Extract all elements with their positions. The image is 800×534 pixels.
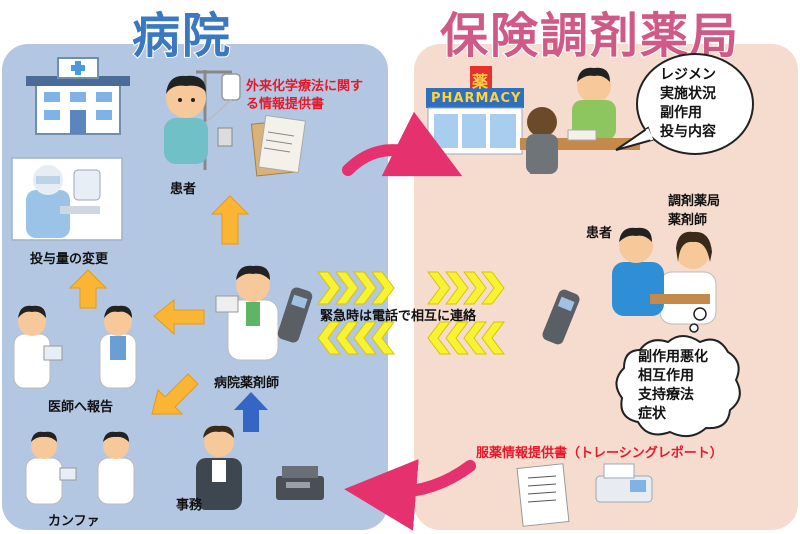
chevrons-left-icon bbox=[317, 321, 505, 355]
bubble-bottom-line: 支持療法 bbox=[638, 387, 694, 403]
bubble-top-line: 投与内容 bbox=[660, 124, 716, 140]
conference-label: カンファ bbox=[48, 514, 100, 529]
pharmacy-sign-kanji: 薬 bbox=[472, 72, 489, 91]
emergency-contact-label: 緊急時は電話で相互に連絡 bbox=[320, 309, 477, 324]
tracing-report-docs-icon bbox=[516, 463, 570, 527]
arrow-hospital-to-pharmacy bbox=[342, 111, 463, 177]
bubble-bottom-line: 症状 bbox=[638, 406, 666, 422]
doctor-report-icon bbox=[13, 305, 137, 389]
conference-nurses-icon bbox=[25, 431, 135, 505]
pharmacy-sign-text: PHARMACY bbox=[431, 91, 522, 106]
bubble-top-line: 副作用 bbox=[660, 105, 702, 121]
dose-prep-icon bbox=[11, 157, 123, 241]
bubble-bottom-line: 副作用悪化 bbox=[638, 349, 708, 365]
thought-bubble-bottom bbox=[615, 307, 741, 438]
bubble-bottom-line: 相互作用 bbox=[638, 368, 694, 384]
arrow-up-to-patient bbox=[210, 195, 250, 245]
arrow-up-to-dose bbox=[68, 269, 108, 309]
bubble-top-line: レジメン bbox=[660, 67, 716, 83]
phone-pharmacy-icon bbox=[542, 289, 580, 345]
pharmacy-fax-icon bbox=[595, 463, 653, 503]
arrow-left-to-doctor bbox=[153, 298, 205, 336]
tracing-report-label: 服薬情報提供書（トレーシングレポート） bbox=[476, 446, 723, 461]
dose-change-label: 投与量の変更 bbox=[30, 252, 109, 267]
info-document-label: 外来化学療法に関する情報提供書 bbox=[246, 79, 364, 112]
bubble-top-text: レジメン 実施状況 副作用 投与内容 bbox=[660, 66, 716, 142]
phone-hospital-icon bbox=[277, 287, 313, 343]
patient-iv-icon bbox=[164, 70, 241, 170]
pharmacy-patient-label: 患者 bbox=[586, 226, 613, 241]
bubble-bottom-text: 副作用悪化 相互作用 支持療法 症状 bbox=[638, 348, 708, 424]
hospital-building-icon bbox=[26, 57, 130, 135]
office-label: 事務 bbox=[176, 498, 203, 513]
bubble-top-line: 実施状況 bbox=[660, 86, 716, 102]
patient-label: 患者 bbox=[170, 182, 197, 197]
hospital-pharmacist-icon bbox=[215, 265, 279, 361]
chevrons-right-icon bbox=[317, 271, 505, 305]
arrow-up-from-office bbox=[234, 392, 268, 432]
office-clerk-icon bbox=[196, 425, 242, 510]
info-document-icon bbox=[250, 114, 306, 177]
hospital-title: 病院 bbox=[131, 7, 233, 65]
hospital-pharmacist-label: 病院薬剤師 bbox=[214, 376, 280, 391]
arrow-pharmacy-to-hospital bbox=[344, 458, 476, 531]
speech-bubble-top bbox=[615, 53, 754, 155]
pharmacy-counter-icon bbox=[520, 67, 640, 174]
report-to-doctor-label: 医師へ報告 bbox=[48, 400, 114, 415]
arrow-diag-to-conference bbox=[151, 373, 199, 415]
pharmacy-pharmacist-label: 調剤薬局 薬剤師 bbox=[668, 194, 721, 228]
fax-machine-icon bbox=[276, 466, 324, 500]
